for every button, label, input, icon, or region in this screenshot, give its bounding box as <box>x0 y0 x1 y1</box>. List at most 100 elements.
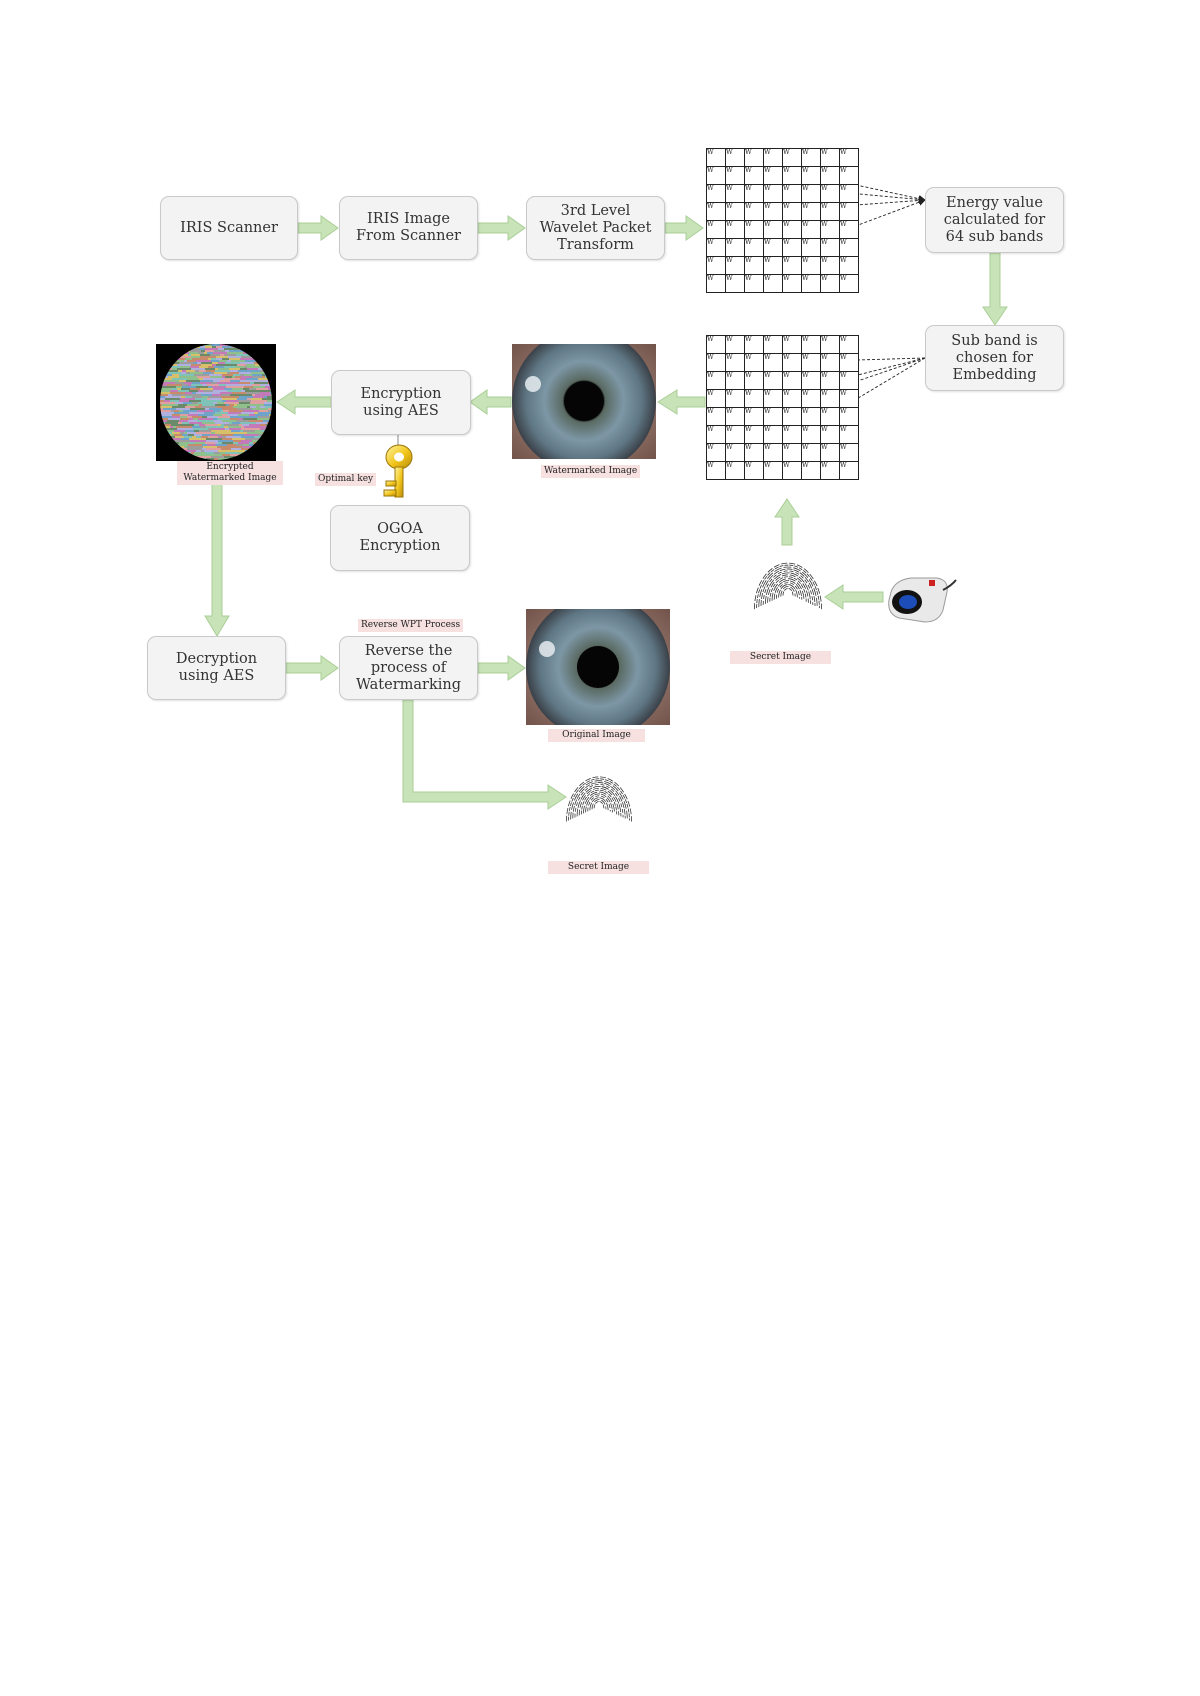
secret-image-label-bottom: Secret Image <box>548 861 649 874</box>
subband-cell: W <box>820 166 840 185</box>
subband-cell: W <box>744 238 764 257</box>
arrow-grid-to-watermarked <box>657 389 706 415</box>
subband-cell: W <box>725 371 745 390</box>
subband-cell: W <box>820 425 840 444</box>
subband-cell: W <box>763 335 783 354</box>
arrow-encrypted-to-decryption <box>204 478 230 637</box>
subband-cell: W <box>801 443 821 462</box>
subband-cell: W <box>763 220 783 239</box>
subband-cell: W <box>782 274 802 293</box>
subband-cell: W <box>801 256 821 275</box>
subband-cell: W <box>706 256 726 275</box>
subband-cell: W <box>820 371 840 390</box>
subband-cell: W <box>744 443 764 462</box>
subband-cell: W <box>763 371 783 390</box>
watermarked-image-label: Watermarked Image <box>541 465 641 478</box>
subband-cell: W <box>763 443 783 462</box>
subband-cell: W <box>725 274 745 293</box>
subband-cell: W <box>782 371 802 390</box>
subband-cell: W <box>744 335 764 354</box>
subband-cell: W <box>839 202 859 221</box>
subband-cell: W <box>782 335 802 354</box>
subband-cell: W <box>763 461 783 480</box>
arrow-scanner-to-image <box>297 215 339 241</box>
subband-cell: W <box>839 425 859 444</box>
fingerprint-reader-icon <box>888 577 957 623</box>
subband-cell: W <box>782 425 802 444</box>
subband-cell: W <box>782 407 802 426</box>
subband-cell: W <box>706 274 726 293</box>
reverse-watermarking-box: Reverse the process of Watermarking <box>339 636 478 700</box>
original-image-label: Original Image <box>548 729 645 742</box>
subband-cell: W <box>744 184 764 203</box>
subband-cell: W <box>839 443 859 462</box>
subband-cell: W <box>820 461 840 480</box>
subband-cell: W <box>706 425 726 444</box>
subband-cell: W <box>839 353 859 372</box>
encryption-aes-box: Encryption using AES <box>331 370 471 435</box>
subband-cell: W <box>839 148 859 167</box>
subband-cell: W <box>839 256 859 275</box>
subband-cell: W <box>782 389 802 408</box>
subband-cell: W <box>839 389 859 408</box>
subband-cell: W <box>744 274 764 293</box>
subband-cell: W <box>706 443 726 462</box>
arrow-encryption-to-encrypted <box>276 389 332 415</box>
watermarked-eye-image <box>512 344 656 459</box>
arrow-reverse-to-original <box>477 655 526 681</box>
subband-cell: W <box>706 353 726 372</box>
subband-cell: W <box>706 335 726 354</box>
subband-cell: W <box>801 202 821 221</box>
subband-cell: W <box>820 238 840 257</box>
wavelet-transform-box: 3rd Level Wavelet Packet Transform <box>526 196 665 260</box>
fingerprint-image <box>754 562 822 610</box>
subband-cell: W <box>725 220 745 239</box>
subband-cell: W <box>801 220 821 239</box>
subband-cell: W <box>763 274 783 293</box>
arrow-reverse-to-secret <box>402 699 567 810</box>
subband-cell: W <box>782 353 802 372</box>
subband-cell: W <box>820 389 840 408</box>
subband-cell: W <box>744 256 764 275</box>
subband-cell: W <box>763 425 783 444</box>
encrypted-watermarked-label: Encrypted Watermarked Image <box>177 461 283 485</box>
subband-cell: W <box>782 220 802 239</box>
arrow-fingerprint-to-grid <box>774 498 800 546</box>
subband-cell: W <box>744 389 764 408</box>
subband-cell: W <box>820 407 840 426</box>
subband-cell: W <box>782 184 802 203</box>
subband-cell: W <box>725 407 745 426</box>
arrow-reader-to-fingerprint <box>824 584 884 610</box>
subband-cell: W <box>839 220 859 239</box>
energy-value-box: Energy value calculated for 64 sub bands <box>925 187 1064 253</box>
subband-cell: W <box>782 148 802 167</box>
subband-cell: W <box>801 184 821 203</box>
subband-cell: W <box>725 353 745 372</box>
subband-chosen-box: Sub band is chosen for Embedding <box>925 325 1064 391</box>
subband-cell: W <box>801 148 821 167</box>
subband-cell: W <box>839 371 859 390</box>
subband-cell: W <box>763 202 783 221</box>
subband-cell: W <box>782 202 802 221</box>
subband-cell: W <box>820 335 840 354</box>
subband-cell: W <box>820 274 840 293</box>
subband-cell: W <box>725 202 745 221</box>
subband-cell: W <box>706 407 726 426</box>
subband-cell: W <box>744 371 764 390</box>
subband-cell: W <box>763 389 783 408</box>
subband-cell: W <box>706 461 726 480</box>
subband-cell: W <box>763 256 783 275</box>
subband-cell: W <box>744 166 764 185</box>
subband-cell: W <box>706 202 726 221</box>
subband-cell: W <box>706 238 726 257</box>
encrypted-noise <box>160 344 272 460</box>
arrow-wavelet-to-grid <box>664 215 704 241</box>
subband-cell: W <box>801 353 821 372</box>
subband-cell: W <box>744 353 764 372</box>
subband-cell: W <box>706 389 726 408</box>
subband-cell: W <box>839 184 859 203</box>
subband-cell: W <box>801 335 821 354</box>
subband-cell: W <box>782 166 802 185</box>
